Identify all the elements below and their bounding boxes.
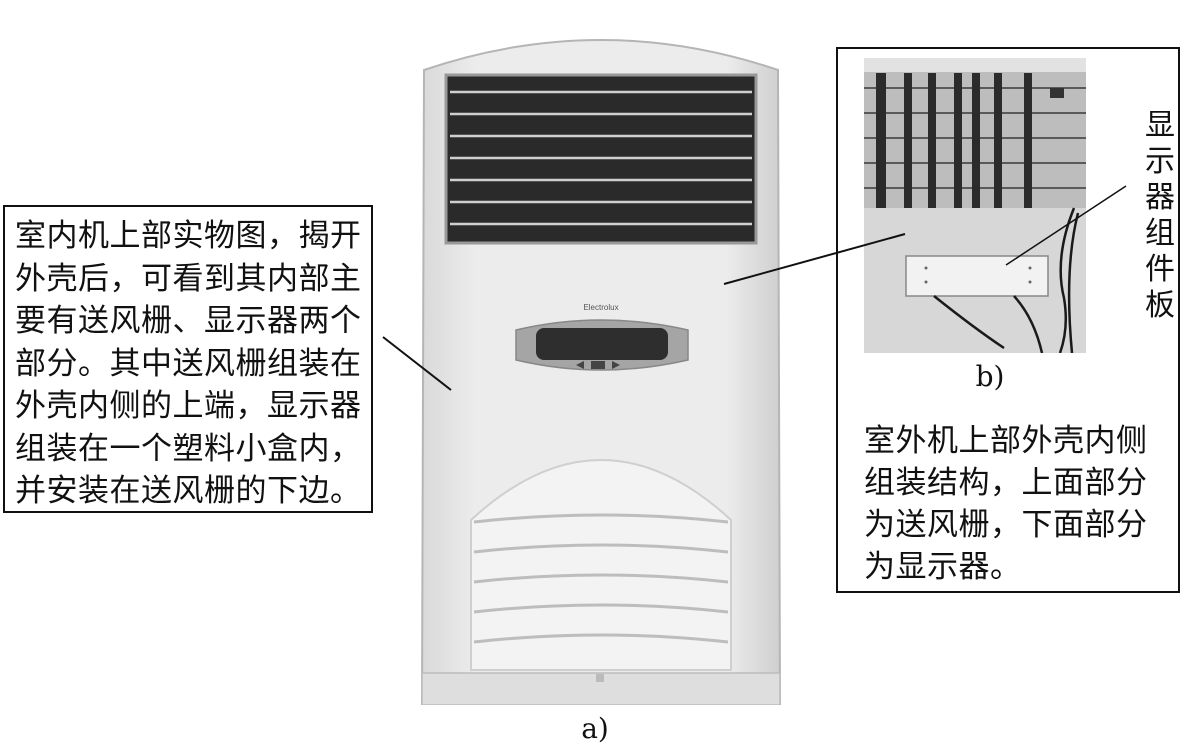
right-caption: 室外机上部外壳内侧 组装结构，上面部分 为送风栅，下面部分 为显示器。	[864, 420, 1164, 588]
display-buttons	[576, 361, 620, 369]
label-char: 显	[1145, 108, 1175, 143]
display-window	[536, 328, 668, 360]
subfigure-label-a: a)	[581, 712, 609, 745]
left-caption-line: 要有送风栅、显示器两个	[15, 303, 362, 339]
subfigure-label-b: b)	[975, 360, 1005, 393]
right-caption-line: 室外机上部外壳内侧	[864, 423, 1148, 459]
leader-line-right	[723, 233, 906, 285]
internal-structure-photo	[864, 58, 1086, 353]
left-caption-line: 外壳后，可看到其内部主	[15, 260, 362, 297]
outlet-slats	[450, 90, 752, 226]
label-char: 板	[1145, 288, 1175, 323]
left-caption-line: 部分。其中送风栅组装在	[15, 345, 362, 382]
label-char: 件	[1145, 252, 1175, 287]
grille-vanes	[876, 73, 1032, 208]
left-caption-line: 组装在一个塑料小盒内，	[15, 430, 362, 467]
right-caption-line: 组装结构，上面部分	[864, 465, 1148, 501]
left-caption-line: 室内机上部实物图，揭开	[15, 218, 362, 254]
indoor-unit-photo: Electrolux	[420, 39, 782, 705]
right-caption-line: 为显示器。	[864, 549, 1022, 585]
leader-line-board	[1005, 185, 1127, 266]
display-board-label: 显 示 器 组 件 板	[1140, 108, 1180, 324]
intake-louvers	[473, 513, 729, 644]
brand-logo: Electrolux	[583, 303, 618, 312]
wires	[933, 207, 1080, 353]
left-caption-box: 室内机上部实物图，揭开 外壳后，可看到其内部主 要有送风栅、显示器两个 部分。其…	[3, 205, 373, 513]
display-board	[905, 255, 1049, 297]
label-char: 示	[1145, 144, 1175, 179]
leader-line-left	[382, 336, 452, 391]
right-caption-line: 为送风栅，下面部分	[864, 507, 1148, 543]
left-caption-line: 外壳内侧的上端，显示器	[15, 388, 362, 424]
label-char: 器	[1145, 180, 1175, 215]
left-caption-line: 并安装在送风栅的下边。	[15, 473, 362, 509]
label-char: 组	[1145, 216, 1175, 251]
air-intake-panel	[470, 459, 732, 671]
